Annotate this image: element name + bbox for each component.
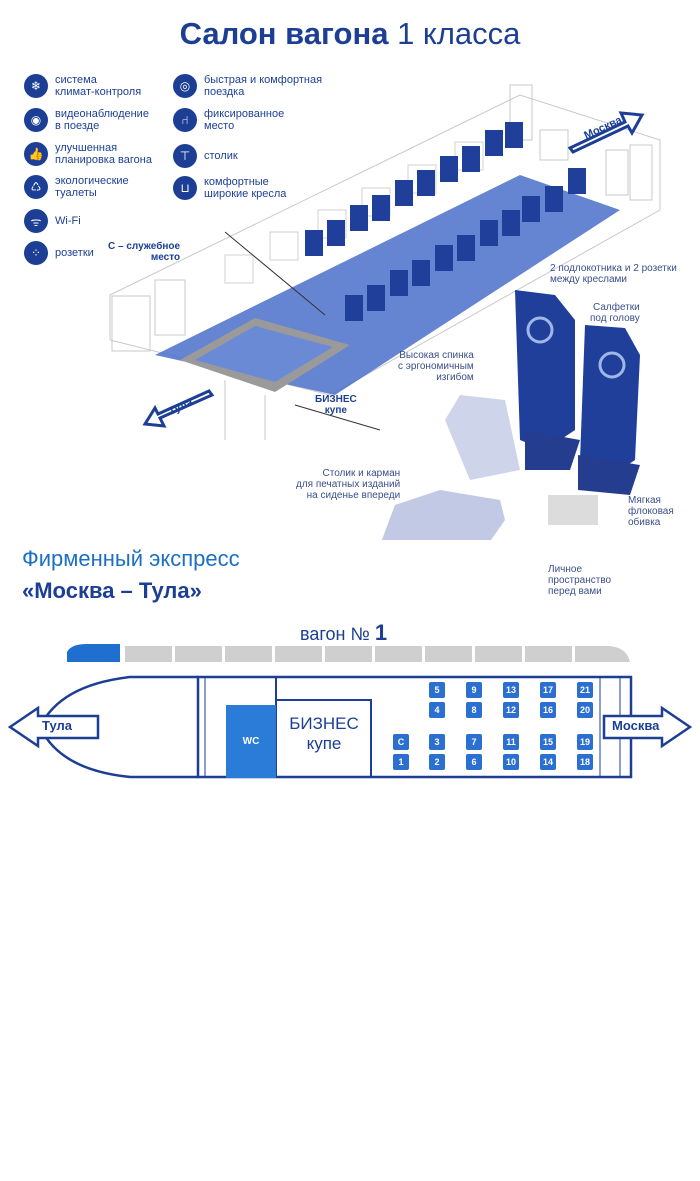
express-route: «Москва – Тула» xyxy=(22,578,202,603)
wc-room: WC xyxy=(226,705,276,778)
legend-item-table: ⊤ столик xyxy=(173,144,238,168)
legend-item-camera: ◉ видеонаблюдение в поезде xyxy=(24,108,149,132)
business-compartment-plan: БИЗНЕС купе xyxy=(289,714,359,753)
seat-12[interactable]: 12 xyxy=(503,702,519,718)
seat-15[interactable]: 15 xyxy=(540,734,556,750)
pointer-lines xyxy=(224,231,381,431)
seat-4[interactable]: 4 xyxy=(429,702,445,718)
seat-6[interactable]: 6 xyxy=(466,754,482,770)
seat-10[interactable]: 10 xyxy=(503,754,519,770)
legend-item-layout: 👍 улучшенная планировка вагона xyxy=(24,142,152,166)
legend-item-armchair: ⊔ комфортные широкие кресла xyxy=(173,176,286,200)
callout-high-back: Высокая спинка с эргономичным изгибом xyxy=(398,350,474,383)
seat-service[interactable]: С xyxy=(393,734,409,750)
seat-17[interactable]: 17 xyxy=(540,682,556,698)
seat-14[interactable]: 14 xyxy=(540,754,556,770)
direction-arrows xyxy=(142,111,645,428)
camera-icon: ◉ xyxy=(24,108,48,132)
callout-space: Личное пространство перед вами xyxy=(548,564,612,597)
seat-9[interactable]: 9 xyxy=(466,682,482,698)
seat-8[interactable]: 8 xyxy=(466,702,482,718)
armchair-icon: ⊔ xyxy=(173,176,197,200)
legend-item-wifi: ᯤ Wi-Fi xyxy=(24,209,81,233)
floor-plan xyxy=(7,675,693,779)
seat-1[interactable]: 1 xyxy=(393,754,409,770)
legend-item-eco: ♺ экологические туалеты xyxy=(24,175,129,199)
seat-13[interactable]: 13 xyxy=(503,682,519,698)
seat-20[interactable]: 20 xyxy=(577,702,593,718)
legend-item-speed: ◎ быстрая и комфортная поездка xyxy=(173,74,322,98)
seat-2[interactable]: 2 xyxy=(429,754,445,770)
label-business-compartment: БИЗНЕС купе xyxy=(315,394,357,416)
thumbs-up-icon: 👍 xyxy=(24,142,48,166)
page-title: Салон вагона 1 класса xyxy=(0,16,700,52)
car-interior-illustration xyxy=(109,84,661,540)
seat-19[interactable]: 19 xyxy=(577,734,593,750)
seat-icon: ⑁ xyxy=(173,108,197,132)
car-label: вагон № 1 xyxy=(300,620,388,645)
seat-11[interactable]: 11 xyxy=(503,734,519,750)
eco-icon: ♺ xyxy=(24,175,48,199)
car-walls xyxy=(109,84,661,440)
seat-3[interactable]: 3 xyxy=(429,734,445,750)
callout-upholstery: Мягкая флоковая обивка xyxy=(628,495,674,528)
wifi-icon: ᯤ xyxy=(24,209,48,233)
callout-armrests: 2 подлокотника и 2 розетки между креслам… xyxy=(550,263,677,285)
seat-16[interactable]: 16 xyxy=(540,702,556,718)
train-strip xyxy=(67,644,630,662)
title-bold: Салон вагона xyxy=(179,16,389,51)
callout-napkins: Салфетки под голову xyxy=(590,302,640,324)
snowflake-icon: ❄ xyxy=(24,74,48,98)
speed-icon: ◎ xyxy=(173,74,197,98)
car-number: 1 xyxy=(374,620,388,645)
socket-icon: ⁘ xyxy=(24,241,48,265)
table-icon: ⊤ xyxy=(173,144,197,168)
seat-rows xyxy=(305,122,586,321)
plan-arrow-tula: Тула xyxy=(42,718,72,733)
legend-item-fixed-seat: ⑁ фиксированное место xyxy=(173,108,284,132)
seat-closeup xyxy=(381,290,640,540)
seat-7[interactable]: 7 xyxy=(466,734,482,750)
legend-item-climate: ❄ система климат-контроля xyxy=(24,74,141,98)
seat-5[interactable]: 5 xyxy=(429,682,445,698)
plan-arrow-moscow: Москва xyxy=(612,718,660,733)
title-light: 1 класса xyxy=(397,16,521,51)
legend-item-socket: ⁘ розетки xyxy=(24,241,94,265)
express-title: Фирменный экспресс xyxy=(22,546,240,571)
seat-18[interactable]: 18 xyxy=(577,754,593,770)
label-service-seat: С – служебное место xyxy=(108,241,181,263)
seat-21[interactable]: 21 xyxy=(577,682,593,698)
callout-table-pocket: Столик и карман для печатных изданий на … xyxy=(296,468,401,501)
